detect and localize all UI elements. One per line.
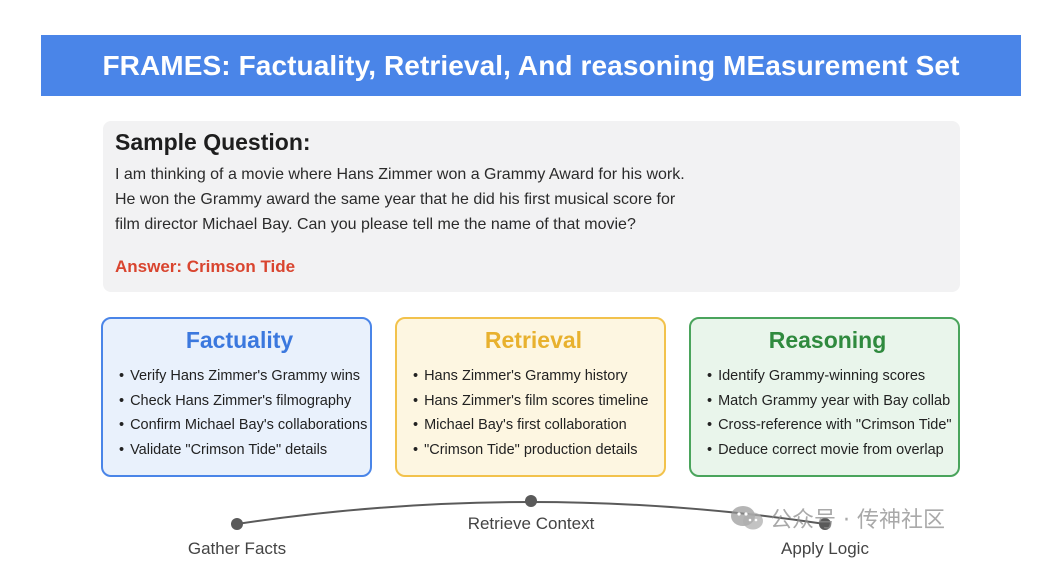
list-item: Match Grammy year with Bay collab — [707, 389, 950, 414]
watermark: 公众号 · 传神社区 — [730, 502, 945, 534]
flow-node-gather — [231, 518, 243, 530]
reasoning-list: Identify Grammy-winning scores Match Gra… — [707, 364, 952, 463]
sample-question-text: I am thinking of a movie where Hans Zimm… — [115, 162, 755, 237]
list-item: Identify Grammy-winning scores — [707, 364, 948, 389]
list-item: Validate "Crimson Tide" details — [119, 438, 360, 463]
list-item: Hans Zimmer's Grammy history — [413, 364, 654, 389]
list-item: Confirm Michael Bay's collaborations — [119, 413, 367, 438]
wechat-icon — [731, 506, 763, 530]
list-item: Cross-reference with "Crimson Tide" — [707, 413, 952, 438]
watermark-text: 公众号 · 传神社区 — [770, 508, 945, 533]
list-item: "Crimson Tide" production details — [413, 438, 654, 463]
flow-step-apply: Apply Logic — [781, 539, 869, 558]
question-line: He won the Grammy award the same year th… — [115, 191, 676, 208]
list-item: Deduce correct movie from overlap — [707, 438, 948, 463]
flow-node-apply — [819, 518, 831, 530]
factuality-card: Factuality Verify Hans Zimmer's Grammy w… — [101, 317, 372, 477]
factuality-card-title: Factuality — [185, 327, 294, 353]
list-item: Hans Zimmer's film scores timeline — [413, 389, 654, 414]
sample-question-heading: Sample Question: — [115, 129, 311, 155]
retrieval-card-title: Retrieval — [484, 327, 583, 353]
list-item: Verify Hans Zimmer's Grammy wins — [119, 364, 360, 389]
sample-question-box: Sample Question: I am thinking of a movi… — [103, 121, 960, 292]
flow-step-retrieve: Retrieve Context — [467, 514, 595, 533]
list-item: Michael Bay's first collaboration — [413, 413, 654, 438]
retrieval-list: Hans Zimmer's Grammy history Hans Zimmer… — [413, 364, 654, 462]
question-line: I am thinking of a movie where Hans Zimm… — [115, 166, 685, 183]
page-title: FRAMES: Factuality, Retrieval, And reaso… — [102, 49, 960, 81]
title-banner: FRAMES: Factuality, Retrieval, And reaso… — [41, 35, 1021, 96]
flow-step-gather: Gather Facts — [187, 539, 287, 558]
retrieval-card: Retrieval Hans Zimmer's Grammy history H… — [395, 317, 666, 477]
question-line: film director Michael Bay. Can you pleas… — [115, 216, 636, 233]
answer-text: Answer: Crimson Tide — [115, 257, 296, 276]
list-item: Check Hans Zimmer's filmography — [119, 389, 360, 414]
factuality-list: Verify Hans Zimmer's Grammy wins Check H… — [119, 364, 367, 463]
reasoning-card: Reasoning Identify Grammy-winning scores… — [689, 317, 960, 477]
flow-node-retrieve — [525, 495, 537, 507]
reasoning-card-title: Reasoning — [768, 327, 887, 353]
